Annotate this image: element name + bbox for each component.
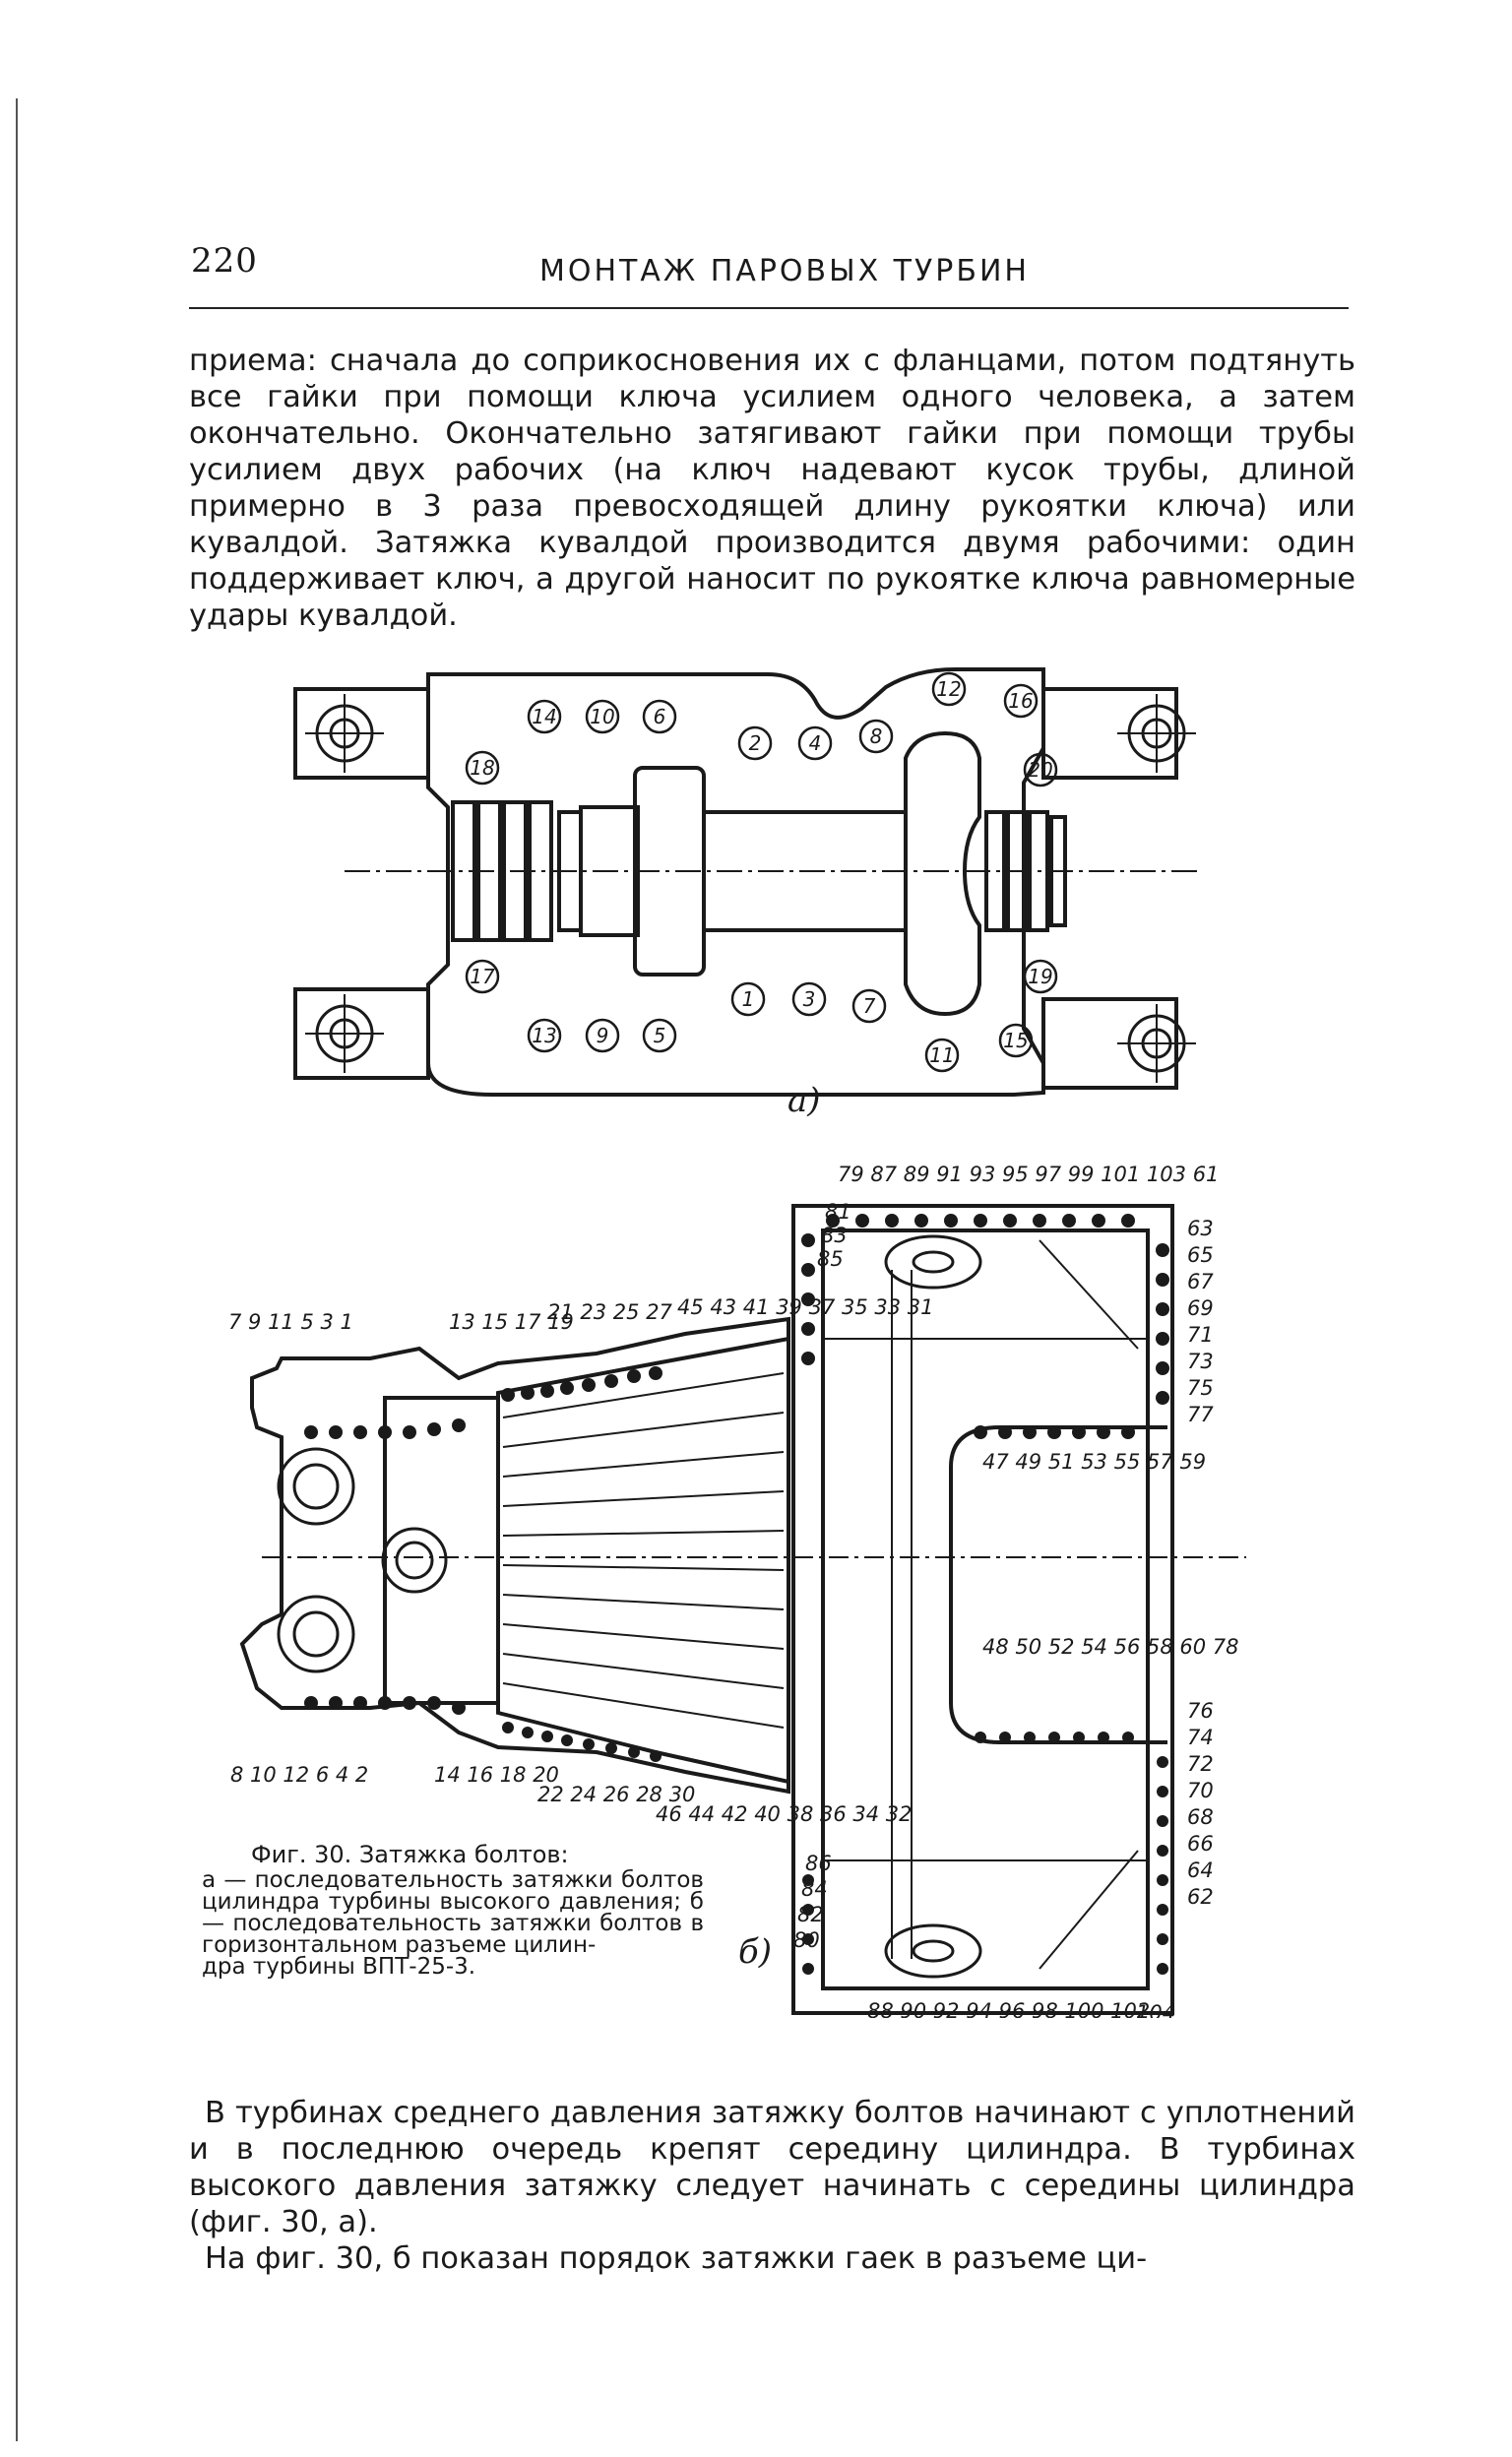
figure-30b-drawing: 79 87 89 91 93 95 97 99 101 103 61 63 65… [228, 1163, 1246, 2018]
bolt-label: 71 [1187, 1323, 1214, 1347]
bolt-label: 1 [742, 987, 755, 1011]
bolt-labels-left-top-b: 13 15 17 19 [449, 1310, 574, 1334]
bolt-label: 70 [1187, 1779, 1214, 1802]
bolt-label: 82 [797, 1903, 824, 1926]
bolt-label: 66 [1187, 1832, 1214, 1856]
paragraph-3: На фиг. 30, б показан порядок затяжки га… [205, 2241, 1148, 2276]
bolt-label: 13 [532, 1024, 556, 1047]
keyhole-cutout [904, 730, 981, 1017]
bolt-label: 62 [1187, 1885, 1214, 1909]
running-head: МОНТАЖ ПАРОВЫХ ТУРБИН [539, 254, 1030, 288]
bolt-label: 72 [1187, 1752, 1214, 1776]
bolt-label: 67 [1187, 1270, 1214, 1293]
bolt-label: 14 [532, 705, 556, 728]
bolt-label: 80 [793, 1928, 820, 1952]
bolt-label: 12 [936, 677, 961, 701]
bolt-labels-bottom: 88 90 92 94 96 98 100 102 [867, 1999, 1150, 2018]
page-binding-edge [16, 98, 18, 2441]
bolt-label: 6 [654, 705, 666, 728]
cone-section [496, 1336, 790, 1785]
bolt-label: 65 [1187, 1243, 1214, 1267]
bolt-label: 16 [1008, 689, 1033, 713]
bolt-label: 17 [470, 965, 495, 988]
bolt-label: 75 [1187, 1376, 1214, 1400]
bolt-labels-inner-upper: 47 49 51 53 55 57 59 [982, 1450, 1206, 1474]
bolt-labels-mid-upper: 45 43 41 39 37 35 33 31 [677, 1295, 934, 1319]
bolt-label: 9 [597, 1024, 609, 1047]
paragraph-1: приема: сначала до соприкосновения их с … [189, 344, 1355, 633]
bolt-label: 77 [1187, 1403, 1214, 1426]
caption-title: Фиг. 30. Затяжка болтов: [251, 1841, 569, 1868]
bolt-labels-left-top-c: 21 23 25 27 [547, 1300, 673, 1324]
bolt-labels-mid-lower: 46 44 42 40 38 36 34 32 [656, 1802, 913, 1826]
bolt-label: 63 [1187, 1217, 1214, 1240]
bolt-label: 81 [825, 1200, 851, 1224]
bolt-labels-left-bottom-c: 22 24 26 28 30 [537, 1783, 695, 1806]
bolt-labels-inner-lower: 48 50 52 54 56 58 60 78 [982, 1635, 1239, 1659]
flange-left-bottom [293, 987, 430, 1080]
rear-frame-inner [821, 1228, 1150, 1990]
bolt-label: 84 [801, 1877, 828, 1901]
bolt-label: 68 [1187, 1805, 1214, 1829]
bolt-label: 86 [805, 1852, 832, 1875]
caption-body: а — последовательность затяжки болтов ци… [202, 1867, 704, 1958]
bolt-label: 85 [817, 1247, 844, 1271]
bolt-label: 2 [749, 731, 762, 755]
bolt-label: 83 [821, 1224, 848, 1247]
rear-frame-outer [791, 1204, 1174, 2015]
inner-cutout [949, 1425, 1167, 1744]
caption-end: дра турбины ВПТ-25-3. [202, 1954, 476, 1980]
bolt-label: 73 [1187, 1350, 1214, 1373]
bolt-label: 20 [1028, 758, 1052, 782]
flange-left-top [293, 687, 430, 780]
figure-caption: Фиг. 30. Затяжка болтов: а — последовате… [202, 1841, 704, 1980]
bolt-label: 5 [654, 1024, 666, 1047]
bolt-label: 7 [863, 994, 876, 1018]
casing-outline [426, 667, 1045, 1097]
bolt-label: 74 [1187, 1726, 1214, 1749]
bolt-label: 4 [809, 731, 822, 755]
page-number: 220 [191, 241, 258, 281]
bolt-label: 69 [1187, 1296, 1214, 1320]
bolt-chain-markers [304, 1214, 1169, 1975]
bolt-label: 76 [1187, 1699, 1214, 1723]
bolt-labels-left-bottom-b: 14 16 18 20 [434, 1763, 559, 1787]
bolt-label: 104 [1136, 2001, 1175, 2018]
bolt-label: 3 [803, 987, 816, 1011]
front-casing-outline [239, 1316, 790, 1795]
panel-a-label: а) [788, 1081, 821, 1120]
bolt-label: 19 [1028, 965, 1052, 988]
figure-30a-drawing: 14 10 6 2 4 8 12 16 18 20 13 9 5 1 3 7 1… [293, 667, 1201, 1097]
header-rule [189, 307, 1349, 309]
bolt-label: 64 [1187, 1858, 1214, 1882]
bolt-labels-left-bottom-a: 8 10 12 6 4 2 [230, 1763, 368, 1787]
bolt-label: 10 [590, 705, 614, 728]
bolt-labels-top-right: 79 87 89 91 93 95 97 99 101 103 61 [838, 1163, 1219, 1186]
casing-middle-block [383, 1396, 500, 1705]
bolt-label: 18 [470, 756, 494, 780]
bolt-label: 15 [1003, 1029, 1028, 1052]
bolt-label: 8 [870, 724, 883, 748]
paragraph-2: В турбинах среднего давления затяжку бол… [189, 2096, 1355, 2239]
bolt-labels-left-top-a: 7 9 11 5 3 1 [228, 1310, 353, 1334]
panel-b-label: б) [738, 1932, 773, 1972]
bolt-label: 11 [929, 1043, 954, 1067]
